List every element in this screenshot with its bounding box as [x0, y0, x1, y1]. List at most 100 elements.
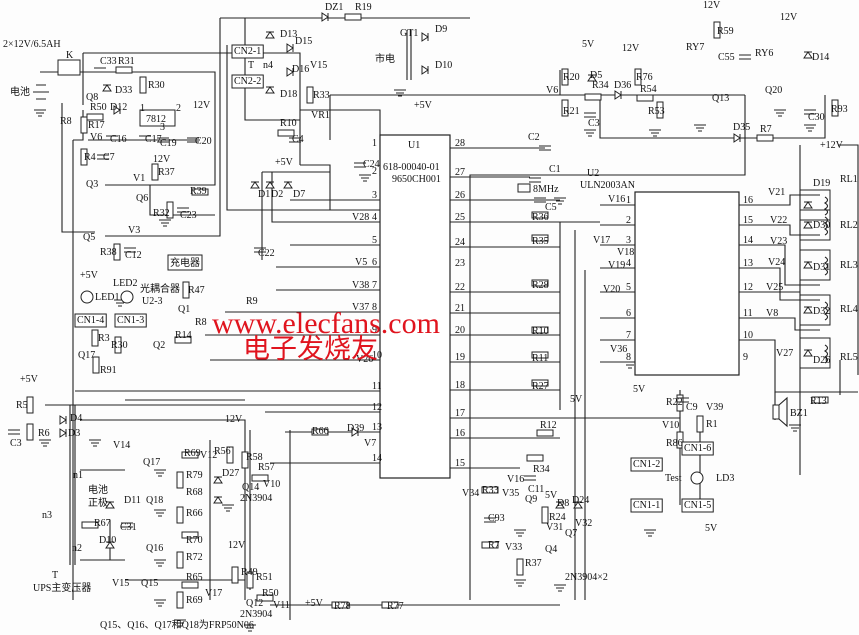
resistor-symbol [113, 243, 121, 261]
label-v28: V28 [352, 212, 369, 223]
label-r13: R13 [810, 396, 827, 407]
label-r69b: R69 [186, 595, 203, 606]
label-u1p2: 9650CH001 [392, 174, 441, 185]
capacitor-symbol [289, 137, 301, 143]
label-v12f: 12V [225, 414, 243, 425]
u2-pin-label: 13 [743, 258, 753, 269]
label-r68: R68 [186, 487, 203, 498]
diode-symbol [102, 84, 112, 92]
label-r3: R3 [98, 333, 110, 344]
label-p12: +12V [820, 140, 844, 151]
ground-icon [694, 124, 706, 132]
label-test: Test [665, 473, 682, 484]
label-battery: 电池 [10, 85, 30, 98]
wire [739, 224, 820, 236]
diode-symbol [250, 181, 260, 189]
label-u2p: ULN2003AN [580, 180, 635, 191]
resistor-symbol [241, 451, 249, 469]
resistor-symbol [231, 566, 239, 584]
connector-box [231, 74, 264, 89]
resistor-symbol [176, 591, 184, 609]
capacitor-symbol [539, 145, 551, 151]
label-v5e: 5V [545, 490, 558, 501]
capacitor-symbol [94, 67, 106, 73]
label-led1: LED1 [95, 292, 119, 303]
label-r7b: R7 [488, 540, 500, 551]
label-r66b: R66 [312, 426, 329, 437]
diode-symbol [803, 51, 813, 59]
label-q14: Q14 [242, 482, 259, 493]
u2-pin-label: 12 [743, 282, 753, 293]
ground-icon [554, 197, 566, 205]
label-reg1: 1 [140, 103, 145, 114]
label-v21: V21 [768, 187, 785, 198]
label-q4: Q4 [545, 544, 557, 555]
components [8, 12, 839, 632]
label-opto: 光耦合器 [140, 282, 180, 295]
label-v5d: 5V [570, 394, 583, 405]
resistor-symbol [531, 211, 549, 219]
label-r53: R53 [648, 106, 665, 117]
label-c2: C2 [528, 132, 540, 143]
buzzer-icon [772, 404, 780, 420]
resistor-symbol [636, 94, 654, 102]
label-v23: V23 [770, 236, 787, 247]
diode-symbol [265, 181, 275, 189]
u1-pin-label: 5 [372, 235, 377, 246]
u1-pin-label: 10 [372, 350, 382, 361]
label-d16: D16 [292, 64, 309, 75]
label-v19: V19 [608, 260, 625, 271]
label-q2: Q2 [153, 340, 165, 351]
coil-symbol [823, 196, 829, 216]
label-opto_u: U2-3 [142, 296, 163, 307]
diode-symbol [803, 306, 813, 314]
label-q17a: Q17 [78, 350, 95, 361]
diode-symbol [213, 496, 223, 504]
connector-box [167, 254, 203, 271]
u1-pin-label: 7 [372, 280, 377, 291]
resistor-symbol [531, 234, 549, 242]
capacitor-symbol [484, 517, 496, 523]
resistor-symbol [713, 21, 721, 39]
label-p5e: +5V [305, 598, 324, 609]
label-c31: C31 [120, 522, 137, 533]
resistor-symbol [151, 163, 159, 181]
label-r21: R21 [563, 106, 580, 117]
relay-4 [799, 294, 831, 326]
label-c33: C33 [100, 56, 117, 67]
capacitor-symbol [157, 137, 169, 143]
label-d10b: D10 [99, 535, 116, 546]
label-p5b: +5V [275, 157, 294, 168]
resistor-symbol [26, 396, 34, 414]
label-r78: R78 [334, 601, 351, 612]
label-r47: R47 [188, 285, 205, 296]
label-d3: D3 [68, 428, 80, 439]
label-r56: R56 [214, 446, 231, 457]
relay-3 [799, 249, 831, 281]
diode-symbol [265, 31, 275, 39]
label-c19: C19 [160, 138, 177, 149]
resistor-symbol [139, 76, 147, 94]
gt1-transformer-core [406, 30, 412, 80]
label-v5b: 5V [633, 384, 646, 395]
wire [469, 95, 746, 600]
label-v5c: 5V [705, 523, 718, 534]
u2-pin-label: 1 [626, 195, 631, 206]
connector-box [231, 44, 264, 59]
u2-pin-label: 14 [743, 235, 753, 246]
capacitor-symbol [121, 522, 133, 528]
label-tt: T [248, 60, 254, 71]
label-v20: V20 [603, 284, 620, 295]
label-d15: D15 [295, 36, 312, 47]
label-c24: C24 [363, 159, 380, 170]
diode-symbol [321, 12, 329, 22]
label-d8: D8 [557, 498, 569, 509]
u2-pin-label: 11 [743, 308, 753, 319]
resistor-symbol [381, 601, 399, 609]
label-mains: 市电 [375, 52, 395, 65]
resistor-symbol [26, 423, 34, 441]
diode-symbol [59, 428, 67, 438]
u1-pin-label: 19 [455, 352, 465, 363]
label-r14: R14 [175, 330, 192, 341]
